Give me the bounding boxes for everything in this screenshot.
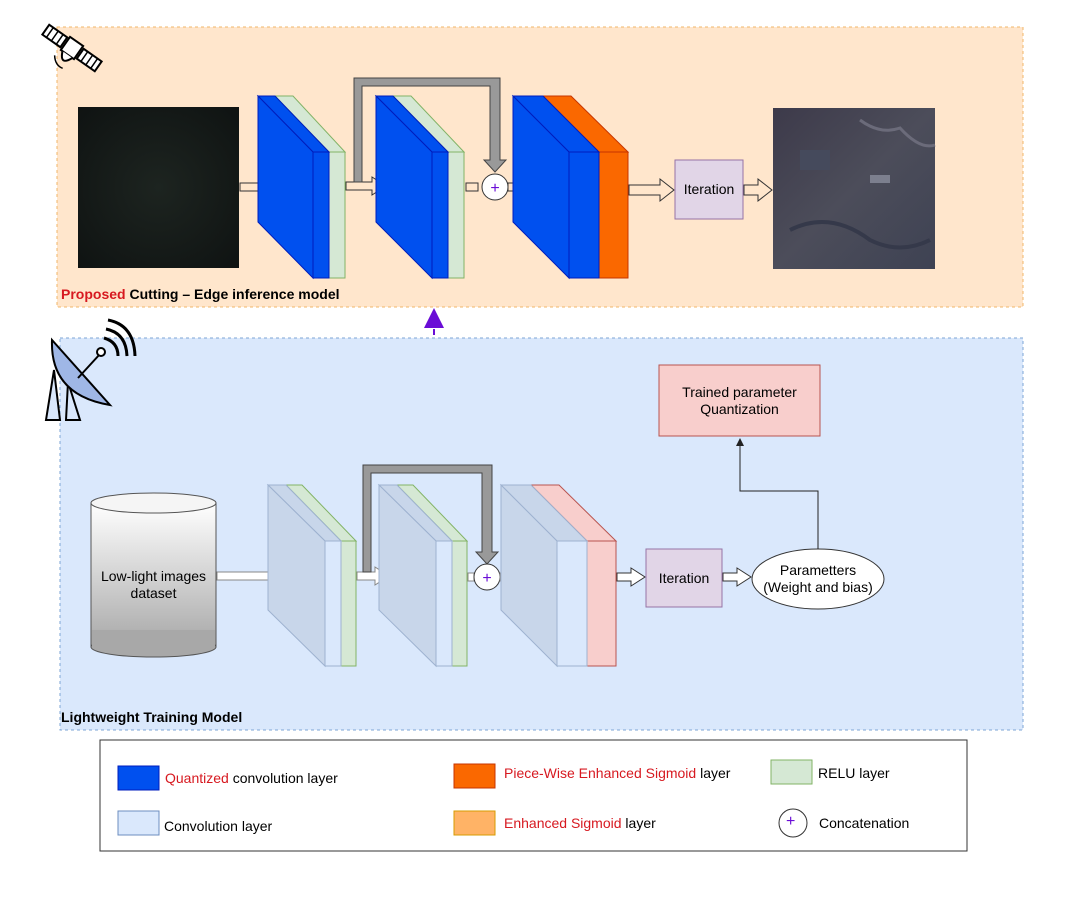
legend-rest: layer xyxy=(696,765,731,781)
flow-arrow xyxy=(743,177,773,203)
conv-block-training-2 xyxy=(377,483,469,668)
training-panel-title: Lightweight Training Model xyxy=(61,709,243,725)
quantized-conv-block-2 xyxy=(374,94,466,280)
legend-box xyxy=(99,739,968,852)
iteration-label-inference: Iteration xyxy=(683,181,735,197)
conv-block-training-1 xyxy=(266,483,358,668)
flow-arrow xyxy=(467,572,475,582)
legend-rest: layer xyxy=(621,815,656,831)
concatenation-node: + xyxy=(473,563,501,591)
iteration-label-training: Iteration xyxy=(658,569,710,586)
lowlight-dataset-cylinder xyxy=(90,492,217,658)
inference-title-highlight: Proposed xyxy=(61,286,126,302)
legend-label-conv: Convolution layer xyxy=(164,818,272,834)
iteration-box-training xyxy=(645,548,723,608)
satellite-icon xyxy=(40,23,104,73)
inference-title-rest: Cutting – Edge inference model xyxy=(125,286,340,302)
skip-connection xyxy=(362,464,500,573)
legend-rest: Convolution layer xyxy=(164,818,273,834)
inference-panel-title: Proposed Cutting – Edge inference model xyxy=(61,286,340,302)
legend-highlight: Enhanced Sigmoid xyxy=(504,815,622,831)
trained-parameter-quantization-box xyxy=(658,364,821,437)
legend-label-concatenation: Concatenation xyxy=(819,815,909,831)
quantized-conv-block-1 xyxy=(256,94,347,280)
output-enhanced-image xyxy=(773,108,936,269)
parameters-label: Parametters (Weight and bias) xyxy=(763,562,873,595)
dataset-label: Low-light images dataset xyxy=(100,568,207,601)
legend-label-quantized-conv: Quantized convolution layer xyxy=(165,770,338,786)
legend-label-sigmoid: Enhanced Sigmoid layer xyxy=(504,815,656,831)
legend-rest: convolution layer xyxy=(228,770,338,786)
input-lowlight-image xyxy=(78,107,239,268)
legend-concat-plus: + xyxy=(786,813,796,830)
skip-connection xyxy=(353,77,508,183)
quantization-label: Trained parameter Quantization xyxy=(682,383,797,417)
concatenation-node: + xyxy=(481,173,509,201)
flow-arrow xyxy=(616,567,646,587)
svg-text:+: + xyxy=(482,570,491,587)
satellite-dish-icon xyxy=(44,318,137,421)
legend-highlight: Quantized xyxy=(165,770,229,786)
legend-swatch-conv xyxy=(117,810,160,836)
svg-text:+: + xyxy=(490,180,499,197)
legend-swatch-quantized-conv xyxy=(117,765,160,791)
legend-concatenation-symbol xyxy=(778,808,808,838)
legend-swatch-pwes xyxy=(453,763,496,789)
legend-rest: RELU layer xyxy=(818,765,890,781)
flow-arrow xyxy=(628,177,675,203)
quantized-conv-sigmoid-block xyxy=(511,94,630,280)
iteration-box-inference xyxy=(674,159,744,220)
legend-swatch-sigmoid xyxy=(453,810,496,836)
flow-arrow xyxy=(722,567,752,587)
legend-swatch-relu xyxy=(770,759,813,785)
legend-label-pwes: Piece-Wise Enhanced Sigmoid layer xyxy=(504,765,730,781)
legend-label-relu: RELU layer xyxy=(818,765,890,781)
params-to-quantization-arrow xyxy=(736,438,819,549)
conv-sigmoid-block-training xyxy=(499,483,618,668)
legend-rest: Concatenation xyxy=(819,815,910,831)
flow-arrow xyxy=(465,182,479,192)
legend-highlight: Piece-Wise Enhanced Sigmoid xyxy=(504,765,697,781)
